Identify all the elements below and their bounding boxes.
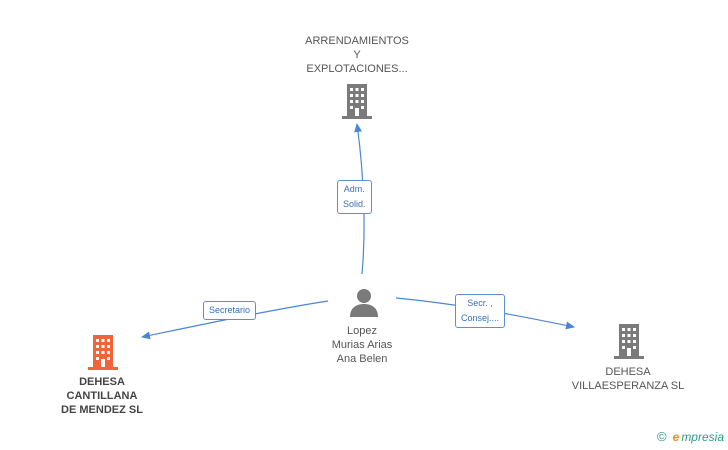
building-icon[interactable] <box>340 84 374 120</box>
company-right-name[interactable]: DEHESA VILLAESPERANZA SL <box>571 366 685 392</box>
copyright-symbol: © <box>657 429 667 444</box>
company-top-name[interactable]: ARRENDAMIENTOS Y EXPLOTACIONES... <box>305 35 409 75</box>
person-name[interactable]: Lopez Murias Arias Ana Belen <box>331 325 393 365</box>
company-left-name[interactable]: DEHESA CANTILLANA DE MENDEZ SL <box>61 376 143 416</box>
edge-label-adm-solid[interactable]: Adm. Solid. <box>337 180 372 214</box>
building-icon-highlighted[interactable] <box>86 335 120 371</box>
brand-initial: e <box>672 429 680 444</box>
person-icon[interactable] <box>349 287 379 317</box>
brand-rest: mpresia <box>681 429 724 444</box>
building-icon[interactable] <box>612 324 646 360</box>
edge-label-secr-consej[interactable]: Secr. , Consej.... <box>455 294 506 328</box>
edge-label-secretario[interactable]: Secretario <box>203 301 257 320</box>
